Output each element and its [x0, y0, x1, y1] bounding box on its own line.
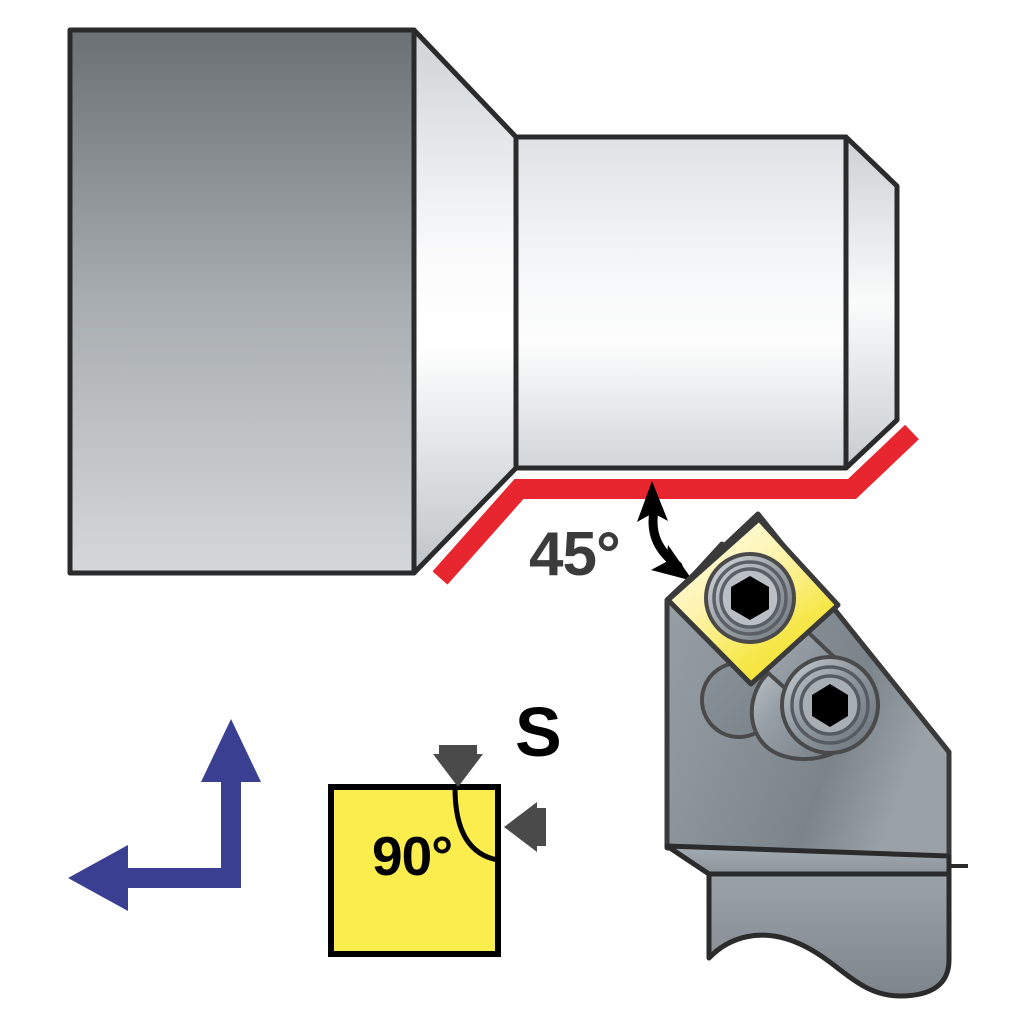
chamfer-taper-section [411, 27, 519, 576]
insert-shape-code-label: S [515, 693, 562, 771]
workpiece-cylinder [67, 27, 900, 576]
insert-geometry-key [328, 745, 546, 957]
insert-key-square [328, 784, 501, 957]
insert-hex-screw[interactable] [704, 552, 796, 644]
large-diameter-section [67, 27, 417, 576]
red-cut-path-profile [432, 424, 919, 585]
down-pointing-arrow [433, 745, 483, 787]
hex-socket-icon [731, 576, 769, 620]
arrow-up-axial-feed [201, 719, 261, 887]
clamp-hex-screw[interactable] [780, 655, 880, 755]
double-headed-curved-arrow [637, 481, 693, 581]
hex-socket-icon [812, 684, 848, 727]
small-diameter-section [513, 134, 849, 471]
arrow-left-radial-feed [68, 845, 241, 911]
insert-corner-radius-arc [452, 787, 499, 863]
lead-angle-label: 45° [529, 520, 621, 589]
left-pointing-arrow [504, 802, 546, 852]
feed-direction-arrows [68, 719, 261, 911]
end-face-chamfered [843, 134, 900, 471]
insert-corner-angle-label: 90° [372, 825, 453, 887]
tool-holder-shank [706, 871, 952, 999]
tool-holder [664, 511, 968, 999]
